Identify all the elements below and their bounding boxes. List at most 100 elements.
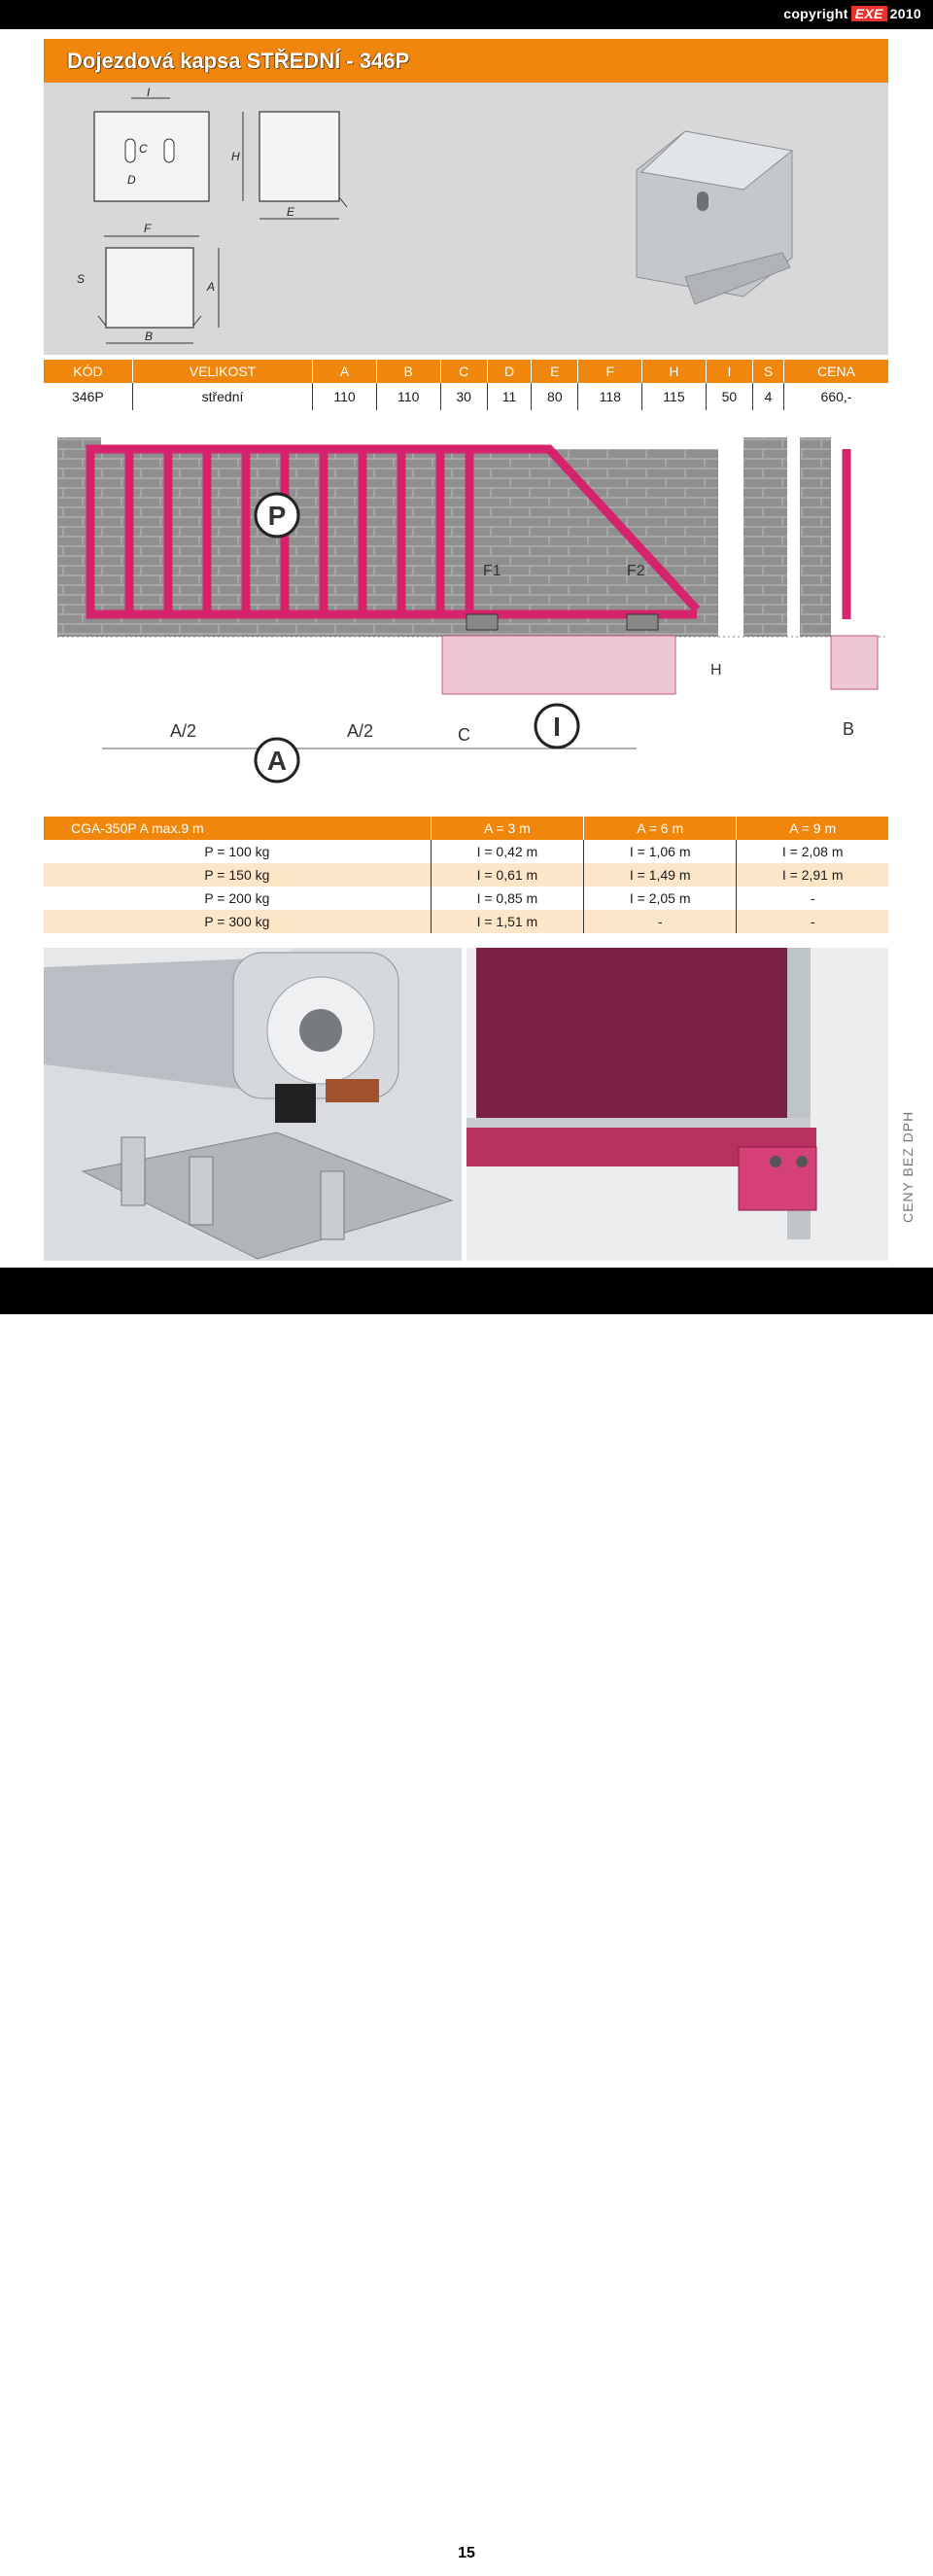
spec-header: H <box>641 360 707 383</box>
capacity-cell: I = 2,91 m <box>736 863 888 887</box>
drawing-svg: I C D H E F S A B <box>77 86 794 344</box>
spec-header: B <box>376 360 441 383</box>
technical-drawing: I C D H E F S A B <box>44 83 888 355</box>
brand-text: Comunello <box>762 2542 838 2559</box>
spec-header-row: KÓD VELIKOST A B C D E F H I S CENA <box>44 360 888 383</box>
capacity-row: P = 200 kg I = 0,85 m I = 2,05 m - <box>44 887 888 910</box>
capacity-header: A = 9 m <box>736 817 888 840</box>
pocket-render <box>636 130 794 305</box>
roller-photo <box>44 948 462 1261</box>
capacity-cell: I = 0,85 m <box>431 887 585 910</box>
wheel-f2 <box>626 613 659 631</box>
spec-header: I <box>706 360 754 383</box>
label-a-half-2: A/2 <box>347 721 373 741</box>
copyright-text: copyright <box>783 6 848 21</box>
label-f: F <box>144 222 152 235</box>
spec-cell: střední <box>132 383 314 410</box>
capacity-cell: P = 150 kg <box>44 863 432 887</box>
spec-header: C <box>440 360 488 383</box>
side-note: CENY BEZ DPH <box>900 1110 916 1223</box>
side-foundation <box>830 635 879 690</box>
spec-cell: 50 <box>706 383 754 410</box>
spec-row: 346P střední 110 110 30 11 80 118 115 50… <box>44 383 888 410</box>
spec-cell: 30 <box>440 383 488 410</box>
label-e: E <box>287 205 295 219</box>
label-p: P <box>268 501 287 531</box>
side-view-outline <box>259 111 340 202</box>
capacity-row: P = 100 kg I = 0,42 m I = 1,06 m I = 2,0… <box>44 840 888 863</box>
capacity-header: A = 6 m <box>583 817 738 840</box>
capacity-cell: - <box>583 910 738 933</box>
capacity-table: CGA-350P A max.9 m A = 3 m A = 6 m A = 9… <box>44 817 888 933</box>
side-pillar <box>800 437 831 637</box>
capacity-cell: I = 0,42 m <box>431 840 585 863</box>
label-b: B <box>145 330 153 343</box>
spec-header: KÓD <box>44 360 133 383</box>
copyright-brand: EXE <box>850 6 887 21</box>
label-c: C <box>458 725 470 745</box>
capacity-cell: P = 300 kg <box>44 910 432 933</box>
spec-header: A <box>312 360 377 383</box>
spec-header: VELIKOST <box>132 360 314 383</box>
capacity-row: P = 150 kg I = 0,61 m I = 1,49 m I = 2,9… <box>44 863 888 887</box>
gate-roller-photo <box>466 948 888 1261</box>
footer: 15 Comunello S.p.A <box>0 1268 933 2572</box>
title-bar: Dojezdová kapsa STŘEDNÍ - 346P <box>44 39 888 83</box>
capacity-header: A = 3 m <box>431 817 585 840</box>
brick-wall <box>101 449 718 637</box>
capacity-cell: P = 100 kg <box>44 840 432 863</box>
spec-cell: 346P <box>44 383 133 410</box>
capacity-cell: P = 200 kg <box>44 887 432 910</box>
capacity-row: P = 300 kg I = 1,51 m - - <box>44 910 888 933</box>
capacity-cell: I = 2,05 m <box>583 887 738 910</box>
spec-cell: 118 <box>577 383 643 410</box>
spec-header: F <box>577 360 643 383</box>
top-view-outline <box>105 247 194 329</box>
label-d: D <box>127 173 136 187</box>
gate-diagram: P F1 F2 A/2 A/2 C I A H B <box>44 420 888 804</box>
brand-name: Comunello S.p.A <box>762 2542 866 2559</box>
spec-cell: 660,- <box>820 389 852 404</box>
spec-cell: 80 <box>531 383 579 410</box>
spec-cell: 4 <box>752 383 785 410</box>
label-i: I <box>147 86 151 99</box>
label-s: S <box>77 272 85 286</box>
capacity-cell: - <box>736 910 888 933</box>
label-f1: F1 <box>483 563 501 579</box>
capacity-cell: I = 1,06 m <box>583 840 738 863</box>
label-c: C <box>139 142 148 156</box>
capacity-cell: I = 1,49 m <box>583 863 738 887</box>
label-f2: F2 <box>627 563 645 579</box>
label-i: I <box>553 712 561 742</box>
capacity-header: CGA-350P A max.9 m <box>44 817 432 840</box>
spec-header: S <box>752 360 785 383</box>
capacity-cell: I = 2,08 m <box>781 844 844 859</box>
label-a: A <box>206 280 215 294</box>
page-number: 15 <box>442 2539 491 2566</box>
label-h: H <box>710 662 722 679</box>
label-a-half-1: A/2 <box>170 721 196 741</box>
label-b: B <box>843 719 854 739</box>
gate-svg: P F1 F2 A/2 A/2 C I A H B <box>57 437 888 783</box>
spec-table: KÓD VELIKOST A B C D E F H I S CENA 346P… <box>44 360 888 410</box>
page-title: Dojezdová kapsa STŘEDNÍ - 346P <box>67 49 410 73</box>
front-view-outline <box>93 111 210 202</box>
spec-header: CENA <box>783 360 888 383</box>
label-h: H <box>231 150 240 163</box>
slot-left <box>124 138 136 163</box>
spec-cell: 110 <box>376 383 441 410</box>
copyright-year: 2010 <box>889 6 921 21</box>
spec-header: E <box>531 360 579 383</box>
right-pillar <box>743 437 787 637</box>
spec-cell: 115 <box>641 383 707 410</box>
slot-right <box>163 138 175 163</box>
capacity-header-row: CGA-350P A max.9 m A = 3 m A = 6 m A = 9… <box>44 817 888 840</box>
brand-suffix: S.p.A <box>841 2547 867 2558</box>
brand-logo-icon <box>875 2543 916 2572</box>
foundation <box>441 635 676 695</box>
gate-frame <box>86 444 851 619</box>
capacity-cell: I = 1,51 m <box>431 910 585 933</box>
capacity-cell: I = 0,61 m <box>431 863 585 887</box>
